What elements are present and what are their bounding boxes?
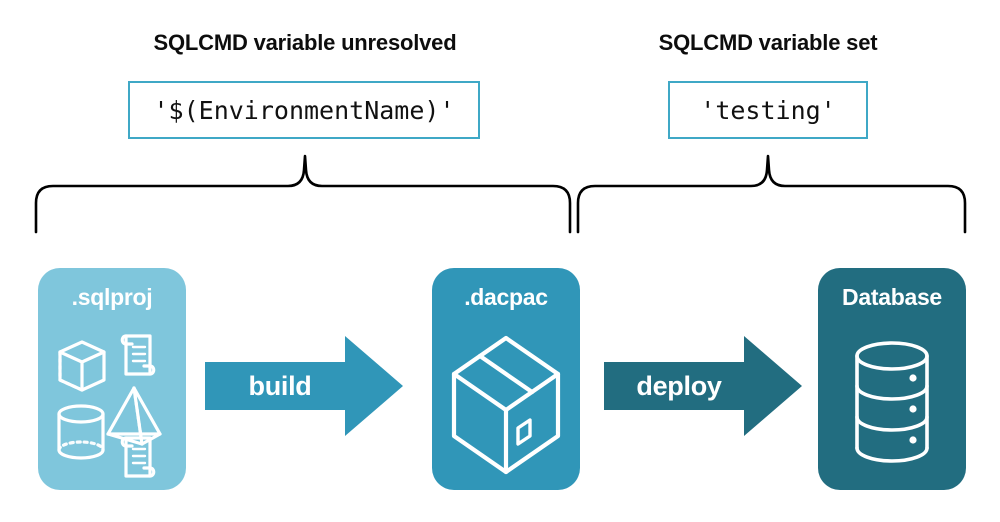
database-cylinder-icon <box>855 341 929 463</box>
arrow-deploy: deploy <box>604 336 802 436</box>
card-label-database: Database <box>842 284 942 310</box>
card-label-dacpac: .dacpac <box>464 284 548 310</box>
stage-card-sqlproj: .sqlproj <box>38 268 186 490</box>
card-label-sqlproj: .sqlproj <box>71 284 153 310</box>
value-box-environment-name: '$(EnvironmentName)' <box>128 81 480 139</box>
stage-card-database: Database <box>818 268 966 490</box>
shapes-and-scrolls-icon <box>57 334 162 478</box>
stage-card-dacpac: .dacpac <box>432 268 580 490</box>
package-box-icon <box>451 335 561 475</box>
heading-sqlcmd-variable-set: SQLCMD variable set <box>658 30 878 55</box>
left-brace-icon <box>34 154 572 234</box>
arrow-right-icon <box>604 336 802 436</box>
value-box-testing: 'testing' <box>668 81 868 139</box>
right-brace-icon <box>576 154 967 234</box>
heading-sqlcmd-variable-unresolved: SQLCMD variable unresolved <box>153 30 457 55</box>
arrow-build: build <box>205 336 403 436</box>
arrow-right-icon <box>205 336 403 436</box>
